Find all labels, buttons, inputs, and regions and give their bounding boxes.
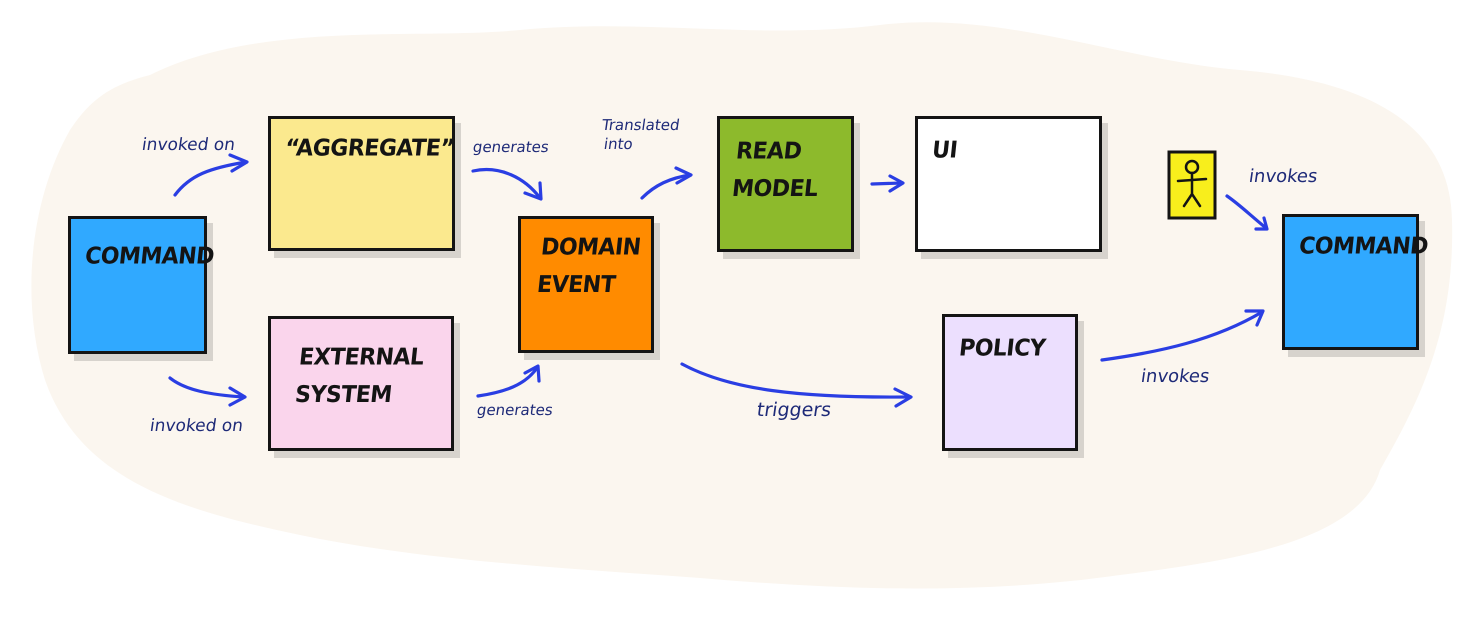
aggregate-note-label: “AGGREGATE” xyxy=(283,135,456,162)
command-note-right[interactable]: COMMAND xyxy=(1282,214,1430,350)
translated-into-label-line1: Translated xyxy=(600,116,681,134)
generates-bottom-label: generates xyxy=(475,401,555,419)
policy-note-label: POLICY xyxy=(957,335,1047,362)
invokes-policy-label: invokes xyxy=(1139,366,1211,387)
triggers-label: triggers xyxy=(755,399,833,421)
invoked-on-bottom-label: invoked on xyxy=(148,416,245,436)
external-system-note-label: EXTERNAL SYSTEM xyxy=(293,344,425,409)
aggregate-note[interactable]: “AGGREGATE” xyxy=(268,116,456,251)
stick-figure-icon[interactable] xyxy=(1167,150,1217,220)
command-note-left-label: COMMAND xyxy=(83,243,216,270)
invokes-actor-label: invokes xyxy=(1247,166,1319,187)
command-note-left[interactable]: COMMAND xyxy=(68,216,216,354)
external-system-note[interactable]: EXTERNAL SYSTEM xyxy=(268,316,454,451)
policy-note[interactable]: POLICY xyxy=(942,314,1078,451)
translated-into-label-line2: into xyxy=(602,135,634,153)
domain-event-note[interactable]: DOMAIN EVENT xyxy=(518,216,654,353)
command-note-right-label: COMMAND xyxy=(1297,233,1430,260)
ui-note[interactable]: UI xyxy=(915,116,1102,252)
invoked-on-top-label: invoked on xyxy=(140,135,237,155)
generates-top-label: generates xyxy=(471,138,551,156)
read-model-note[interactable]: READ MODEL xyxy=(717,116,854,252)
read-model-note-label: READ MODEL xyxy=(730,138,819,203)
ui-note-label: UI xyxy=(930,137,959,164)
domain-event-note-label: DOMAIN EVENT xyxy=(535,234,642,299)
